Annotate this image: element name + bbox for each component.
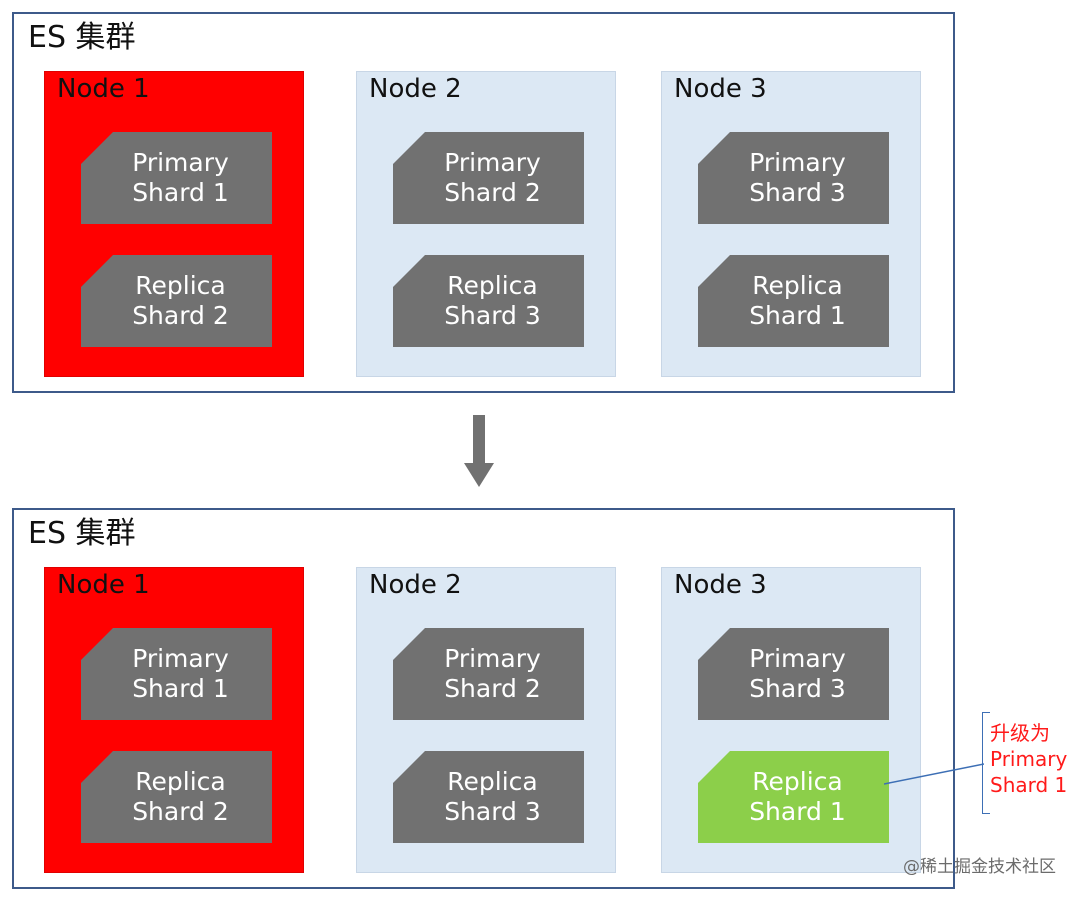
replica-shard: Replica Shard 3 bbox=[393, 751, 584, 843]
shard-label: Replica Shard 2 bbox=[132, 767, 229, 826]
node-3: Node 3 Primary Shard 3 Replica Shard 1 bbox=[661, 567, 921, 873]
shard-label: Replica Shard 1 bbox=[749, 271, 846, 330]
annotation-connector bbox=[884, 763, 984, 785]
replica-shard: Replica Shard 1 bbox=[698, 255, 889, 347]
node-title: Node 3 bbox=[674, 570, 767, 600]
primary-shard: Primary Shard 2 bbox=[393, 132, 584, 224]
node-2: Node 2 Primary Shard 2 Replica Shard 3 bbox=[356, 567, 616, 873]
replica-shard: Replica Shard 2 bbox=[81, 255, 272, 347]
replica-shard: Replica Shard 2 bbox=[81, 751, 272, 843]
cluster-title: ES 集群 bbox=[28, 516, 136, 551]
shard-label: Replica Shard 1 bbox=[749, 767, 846, 826]
shard-label: Primary Shard 3 bbox=[749, 644, 846, 703]
node-title: Node 2 bbox=[369, 74, 462, 104]
node-3: Node 3 Primary Shard 3 Replica Shard 1 bbox=[661, 71, 921, 377]
primary-shard: Primary Shard 2 bbox=[393, 628, 584, 720]
node-title: Node 2 bbox=[369, 570, 462, 600]
promoted-replica-shard: Replica Shard 1 bbox=[698, 751, 889, 843]
shard-label: Primary Shard 3 bbox=[749, 148, 846, 207]
shard-label: Primary Shard 2 bbox=[444, 644, 541, 703]
replica-shard: Replica Shard 3 bbox=[393, 255, 584, 347]
primary-shard: Primary Shard 3 bbox=[698, 628, 889, 720]
node-title: Node 1 bbox=[57, 570, 150, 600]
node-title: Node 1 bbox=[57, 74, 150, 104]
node-1: Node 1 Primary Shard 1 Replica Shard 2 bbox=[44, 71, 304, 377]
primary-shard: Primary Shard 1 bbox=[81, 628, 272, 720]
shard-label: Replica Shard 3 bbox=[444, 271, 541, 330]
annotation-bracket bbox=[982, 712, 990, 814]
cluster-before: ES 集群 Node 1 Primary Shard 1 Replica Sha… bbox=[12, 12, 955, 393]
annotation-text: 升级为 Primary Shard 1 bbox=[990, 721, 1068, 797]
primary-shard: Primary Shard 1 bbox=[81, 132, 272, 224]
down-arrow-icon bbox=[464, 415, 494, 487]
node-2: Node 2 Primary Shard 2 Replica Shard 3 bbox=[356, 71, 616, 377]
shard-label: Primary Shard 2 bbox=[444, 148, 541, 207]
node-title: Node 3 bbox=[674, 74, 767, 104]
shard-label: Replica Shard 2 bbox=[132, 271, 229, 330]
cluster-after: ES 集群 Node 1 Primary Shard 1 Replica Sha… bbox=[12, 508, 955, 889]
shard-label: Primary Shard 1 bbox=[132, 644, 229, 703]
cluster-title: ES 集群 bbox=[28, 20, 136, 55]
primary-shard: Primary Shard 3 bbox=[698, 132, 889, 224]
node-1: Node 1 Primary Shard 1 Replica Shard 2 bbox=[44, 567, 304, 873]
shard-label: Replica Shard 3 bbox=[444, 767, 541, 826]
promotion-annotation: 升级为 Primary Shard 1 bbox=[982, 712, 1080, 816]
watermark: @稀土掘金技术社区 bbox=[903, 857, 1056, 877]
shard-label: Primary Shard 1 bbox=[132, 148, 229, 207]
